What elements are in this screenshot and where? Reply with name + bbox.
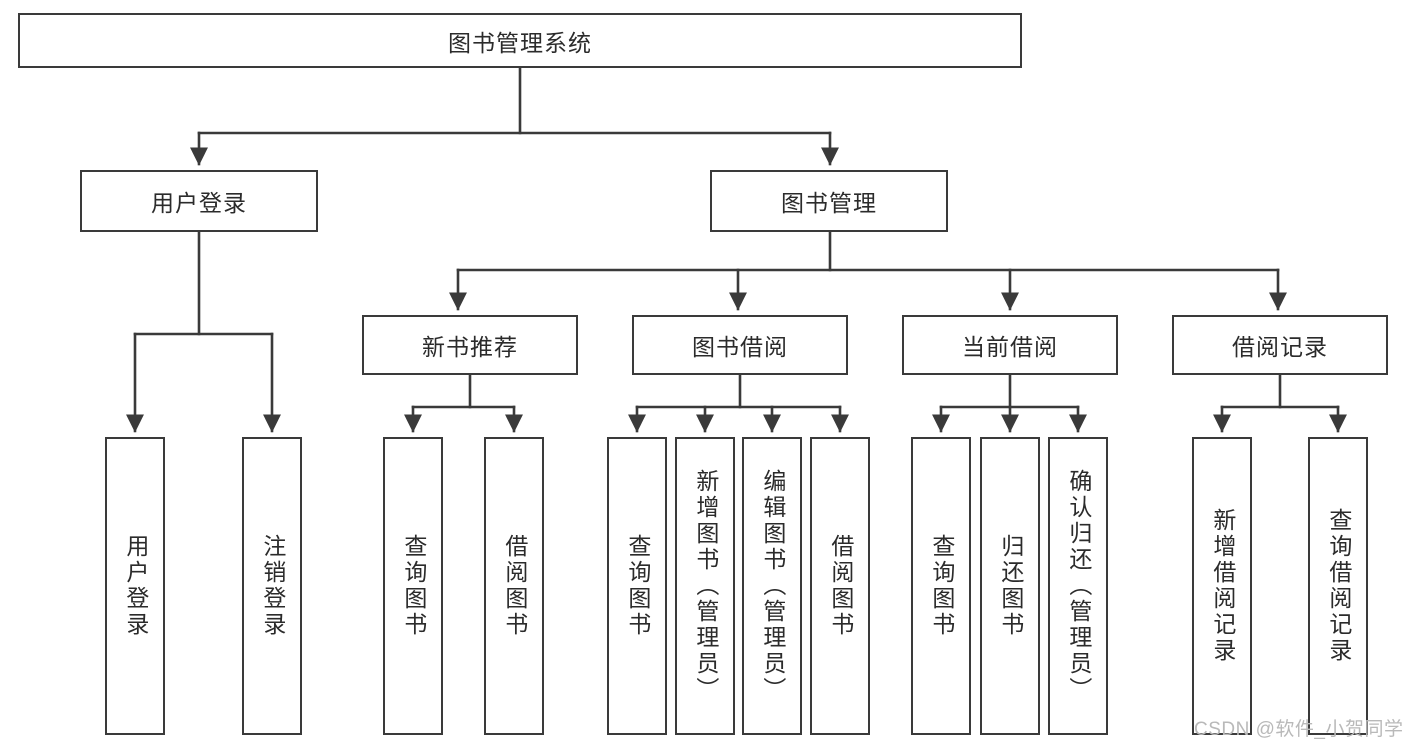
leaf-edit-book-admin[interactable]: 编辑图书（管理员）	[742, 437, 802, 735]
leaf-add-borrow-record-label: 新增借阅记录	[1209, 508, 1236, 664]
leaf-edit-book-admin-label: 编辑图书（管理员）	[759, 469, 786, 703]
leaf-query-book-borrow[interactable]: 查询图书	[607, 437, 667, 735]
node-root-system[interactable]: 图书管理系统	[18, 13, 1022, 68]
leaf-add-book-admin[interactable]: 新增图书（管理员）	[675, 437, 735, 735]
node-user-login[interactable]: 用户登录	[80, 170, 318, 232]
leaf-borrow-book-label: 借阅图书	[827, 534, 854, 638]
node-user-login-label: 用户登录	[151, 190, 247, 216]
node-new-book-recommend-label: 新书推荐	[422, 334, 518, 360]
leaf-borrow-book-recommend-label: 借阅图书	[501, 534, 528, 638]
leaf-logout[interactable]: 注销登录	[242, 437, 302, 735]
csdn-watermark: CSDN @软件_小贺同学	[1194, 719, 1404, 740]
node-book-borrow-label: 图书借阅	[692, 334, 788, 360]
leaf-add-borrow-record[interactable]: 新增借阅记录	[1192, 437, 1252, 735]
leaf-query-book-current[interactable]: 查询图书	[911, 437, 971, 735]
node-book-management-label: 图书管理	[781, 190, 877, 216]
leaf-query-borrow-record-label: 查询借阅记录	[1325, 508, 1352, 664]
leaf-confirm-return-admin[interactable]: 确认归还（管理员）	[1048, 437, 1108, 735]
leaf-confirm-return-admin-label: 确认归还（管理员）	[1065, 469, 1092, 703]
node-borrow-record[interactable]: 借阅记录	[1172, 315, 1388, 375]
node-new-book-recommend[interactable]: 新书推荐	[362, 315, 578, 375]
leaf-add-book-admin-label: 新增图书（管理员）	[692, 469, 719, 703]
leaf-return-book-label: 归还图书	[997, 534, 1024, 638]
node-borrow-record-label: 借阅记录	[1232, 334, 1328, 360]
node-root-label: 图书管理系统	[448, 29, 592, 56]
leaf-query-book-recommend-label: 查询图书	[400, 534, 427, 638]
leaf-query-book-borrow-label: 查询图书	[624, 534, 651, 638]
leaf-user-login-label: 用户登录	[122, 534, 149, 638]
leaf-user-login[interactable]: 用户登录	[105, 437, 165, 735]
leaf-query-book-recommend[interactable]: 查询图书	[383, 437, 443, 735]
leaf-query-book-current-label: 查询图书	[928, 534, 955, 638]
node-book-borrow[interactable]: 图书借阅	[632, 315, 848, 375]
leaf-borrow-book-recommend[interactable]: 借阅图书	[484, 437, 544, 735]
node-current-borrow[interactable]: 当前借阅	[902, 315, 1118, 375]
leaf-return-book[interactable]: 归还图书	[980, 437, 1040, 735]
leaf-borrow-book[interactable]: 借阅图书	[810, 437, 870, 735]
node-book-management[interactable]: 图书管理	[710, 170, 948, 232]
leaf-logout-label: 注销登录	[259, 534, 286, 638]
leaf-query-borrow-record[interactable]: 查询借阅记录	[1308, 437, 1368, 735]
node-current-borrow-label: 当前借阅	[962, 334, 1058, 360]
